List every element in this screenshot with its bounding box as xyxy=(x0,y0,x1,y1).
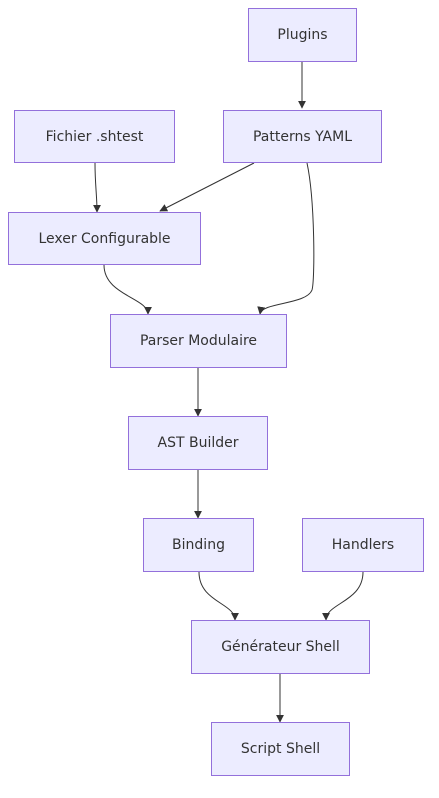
node-patterns-yaml: Patterns YAML xyxy=(223,110,382,163)
edge-handlers-to-generateur xyxy=(322,571,364,621)
node-lexer-configurable: Lexer Configurable xyxy=(8,212,201,265)
node-plugins: Plugins xyxy=(248,8,357,62)
node-parser-modulaire: Parser Modulaire xyxy=(110,314,287,368)
node-label: Handlers xyxy=(331,537,395,553)
edge-patterns-to-lexer xyxy=(159,162,255,212)
node-script-shell: Script Shell xyxy=(211,722,350,776)
node-label: Binding xyxy=(172,537,225,553)
node-label: Script Shell xyxy=(240,741,321,757)
node-generateur-shell: Générateur Shell xyxy=(191,620,370,674)
edge-binding-to-generateur xyxy=(198,571,239,621)
node-label: Plugins xyxy=(277,27,328,43)
node-label: Générateur Shell xyxy=(221,639,340,655)
node-binding: Binding xyxy=(143,518,254,572)
node-label: Fichier .shtest xyxy=(45,128,144,145)
node-ast-builder: AST Builder xyxy=(128,416,268,470)
edge-patterns-to-parser xyxy=(257,162,315,315)
node-label: AST Builder xyxy=(157,435,239,451)
node-label: Patterns YAML xyxy=(252,128,353,145)
node-handlers: Handlers xyxy=(302,518,424,572)
edge-lexer-to-parser xyxy=(103,264,152,315)
node-label: Parser Modulaire xyxy=(139,333,258,349)
node-label: Lexer Configurable xyxy=(38,230,171,247)
edge-fichier-to-lexer xyxy=(92,162,101,213)
node-fichier-shtest: Fichier .shtest xyxy=(14,110,175,163)
